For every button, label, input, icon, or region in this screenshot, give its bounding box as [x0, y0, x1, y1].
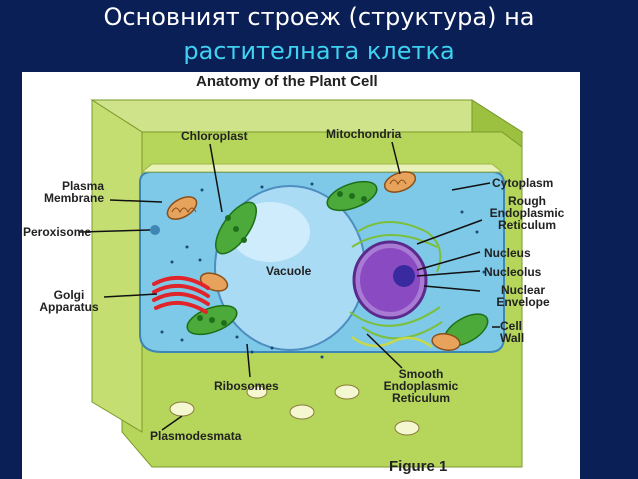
leader-lines	[79, 141, 500, 431]
chloroplast-2	[326, 180, 378, 212]
label-cell-wall: Cell Wall	[500, 319, 525, 345]
smooth-er-shape	[351, 335, 433, 349]
slide-title-line-2: растителната клетка	[183, 37, 455, 65]
mitochondrion-4	[431, 333, 461, 351]
label-plasma-membrane: Plasma Membrane	[43, 179, 104, 205]
peroxisome-shape	[150, 225, 160, 235]
slide-title-line-1: Основният строеж (структура) на	[103, 3, 535, 31]
label-cytoplasm: Cytoplasm	[492, 176, 554, 190]
label-nucleolus: Nucleolus	[484, 265, 542, 279]
nucleus-shape	[360, 248, 420, 312]
label-nucleus: Nucleus	[484, 246, 531, 260]
plasmodesmata-pits	[169, 384, 420, 436]
label-chloroplast: Chloroplast	[181, 129, 248, 143]
chloroplast-3	[186, 304, 238, 336]
label-smooth-er: Smooth Endoplasmic Reticulum	[383, 367, 459, 405]
cell-wall-left-side	[91, 99, 143, 433]
cell-wall-back	[90, 99, 524, 133]
label-nuclear-envelope: Nuclear Envelope	[496, 283, 550, 309]
label-vacuole: Vacuole	[266, 264, 312, 278]
figure-caption: Figure 1	[389, 458, 448, 475]
slide-title: Основният строеж (структура) на растител…	[0, 0, 638, 68]
ribosome-dots	[160, 182, 486, 359]
plasma-membrane-rim	[140, 163, 504, 173]
nucleolus-shape	[393, 265, 415, 287]
chloroplast-1	[215, 201, 257, 255]
label-plasmodesmata: Plasmodesmata	[150, 429, 242, 443]
golgi-apparatus-shape	[152, 276, 210, 314]
mitochondrion-2	[383, 171, 417, 193]
label-golgi-apparatus: Golgi Apparatus	[39, 288, 99, 314]
figure-title: Anatomy of the Plant Cell	[196, 73, 378, 90]
label-mitochondria: Mitochondria	[326, 127, 402, 141]
plant-cell-diagram	[79, 99, 524, 468]
label-ribosomes: Ribosomes	[214, 379, 279, 393]
label-peroxisome: Peroxisome	[23, 225, 92, 239]
mitochondrion-1	[166, 196, 198, 220]
label-rough-er: Rough Endoplasmic Reticulum	[489, 194, 565, 232]
